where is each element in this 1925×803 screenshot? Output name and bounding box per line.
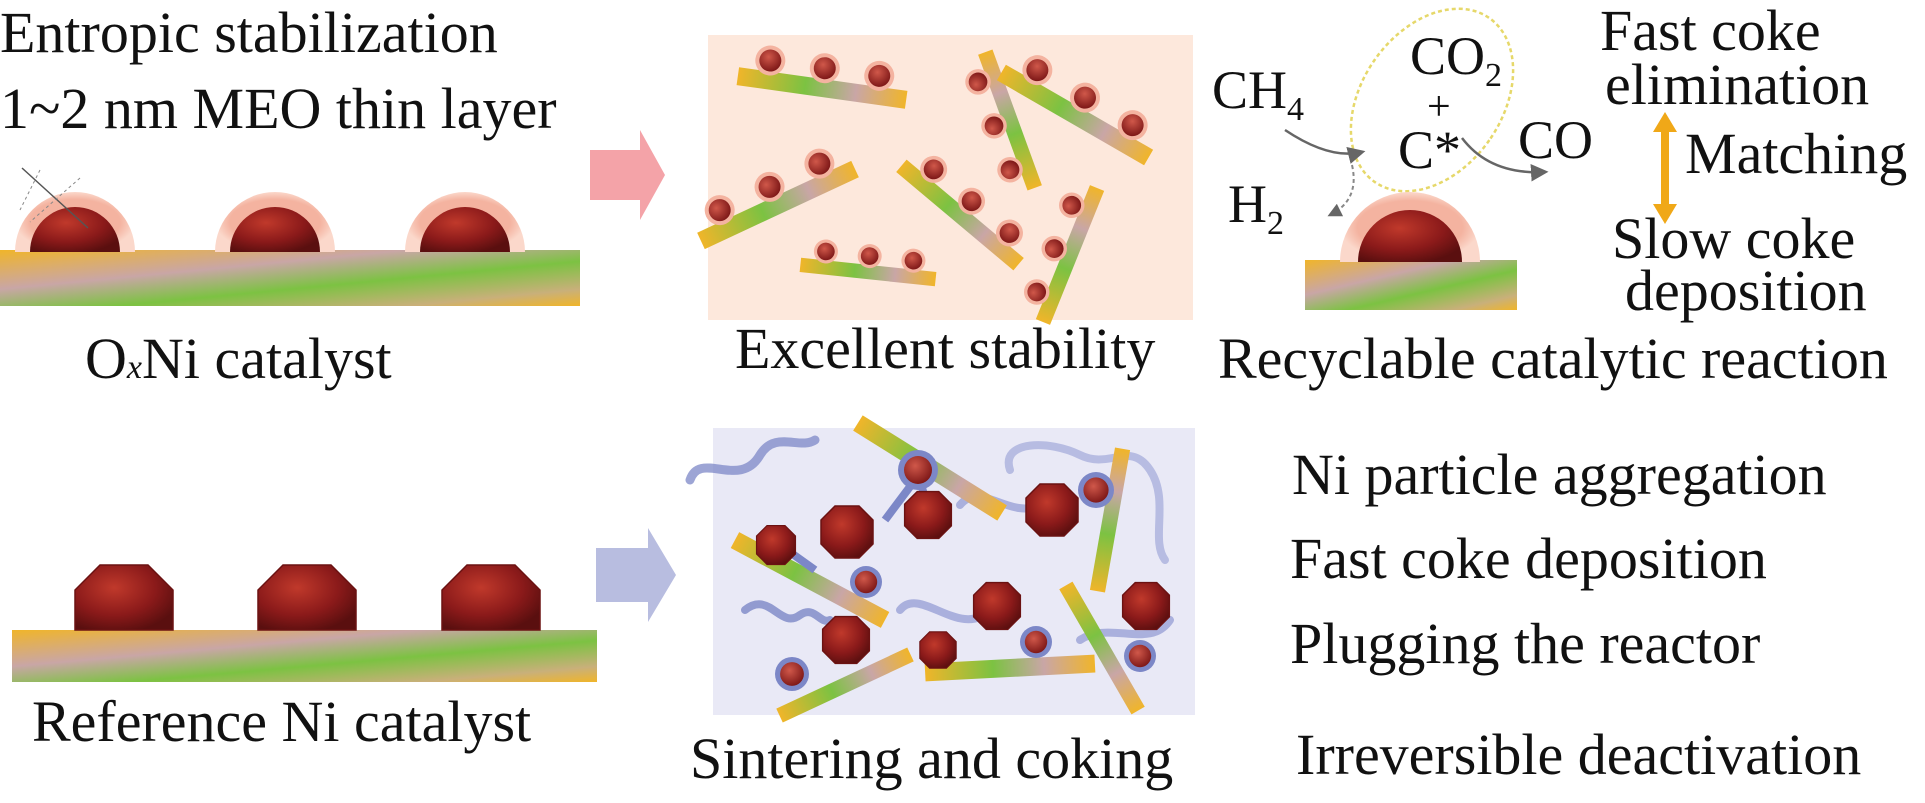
reference-support-bar <box>12 630 597 682</box>
faceted-ni-particle <box>441 564 541 631</box>
transition-arrow-top <box>590 130 665 220</box>
shelled-ni-particle <box>15 192 135 252</box>
ch4-arrow <box>1284 128 1366 164</box>
intro-line-1: Entropic stabilization <box>0 0 498 65</box>
cstar-label: C* <box>1398 120 1461 180</box>
recyclable-reaction-caption: Recyclable catalytic reaction <box>1218 326 1888 391</box>
slow-coke-line-1: Slow coke <box>1612 206 1856 271</box>
oxni-catalyst-label: OxNi catalyst <box>85 330 392 388</box>
co-label: CO <box>1518 110 1593 170</box>
sintering-coking-caption: Sintering and coking <box>690 726 1174 791</box>
oxni-catalyst-illustration <box>0 167 580 306</box>
h2-arrow <box>1327 164 1355 217</box>
excellent-stability-caption: Excellent stability <box>735 316 1156 381</box>
outcome-fast-coke: Fast coke deposition <box>1290 526 1767 591</box>
slow-coke-line-2: deposition <box>1625 258 1867 323</box>
matching-double-arrow <box>1653 112 1677 224</box>
co2-label: CO2 <box>1410 26 1502 94</box>
oxni-label-rest: Ni catalyst <box>141 326 392 391</box>
outcome-plugging: Plugging the reactor <box>1290 611 1761 676</box>
reaction-support-bar <box>1305 260 1517 310</box>
recyclable-reaction-illustration: CH4 CO2 + C* CO H2 <box>1212 7 1677 310</box>
matching-label: Matching <box>1685 121 1908 186</box>
outcome-irreversible: Irreversible deactivation <box>1296 722 1862 787</box>
intro-line-2: 1~2 nm MEO thin layer <box>0 76 557 141</box>
reference-catalyst-illustration <box>12 564 597 682</box>
sintering-coking-panel <box>685 415 1195 723</box>
ch4-label: CH4 <box>1212 60 1304 128</box>
excellent-stability-panel <box>686 35 1193 325</box>
reference-catalyst-label: Reference Ni catalyst <box>32 689 532 754</box>
faceted-ni-particle <box>74 564 174 631</box>
oxni-label-x: x <box>126 349 142 386</box>
fast-coke-line-2: elimination <box>1605 52 1870 117</box>
fast-coke-line-1: Fast coke <box>1600 0 1821 63</box>
co-arrow <box>1461 137 1549 182</box>
shelled-ni-particle <box>215 192 335 252</box>
plus-sign: + <box>1427 84 1451 130</box>
h2-label: H2 <box>1228 174 1284 242</box>
faceted-ni-particle <box>257 564 357 631</box>
oxni-label-o: O <box>85 326 127 391</box>
oxni-support-bar <box>0 250 580 306</box>
transition-arrow-bottom <box>596 528 676 622</box>
thin-layer-pointer <box>21 167 89 229</box>
shelled-ni-particle <box>405 192 525 252</box>
outcome-ni-aggregation: Ni particle aggregation <box>1292 442 1827 507</box>
